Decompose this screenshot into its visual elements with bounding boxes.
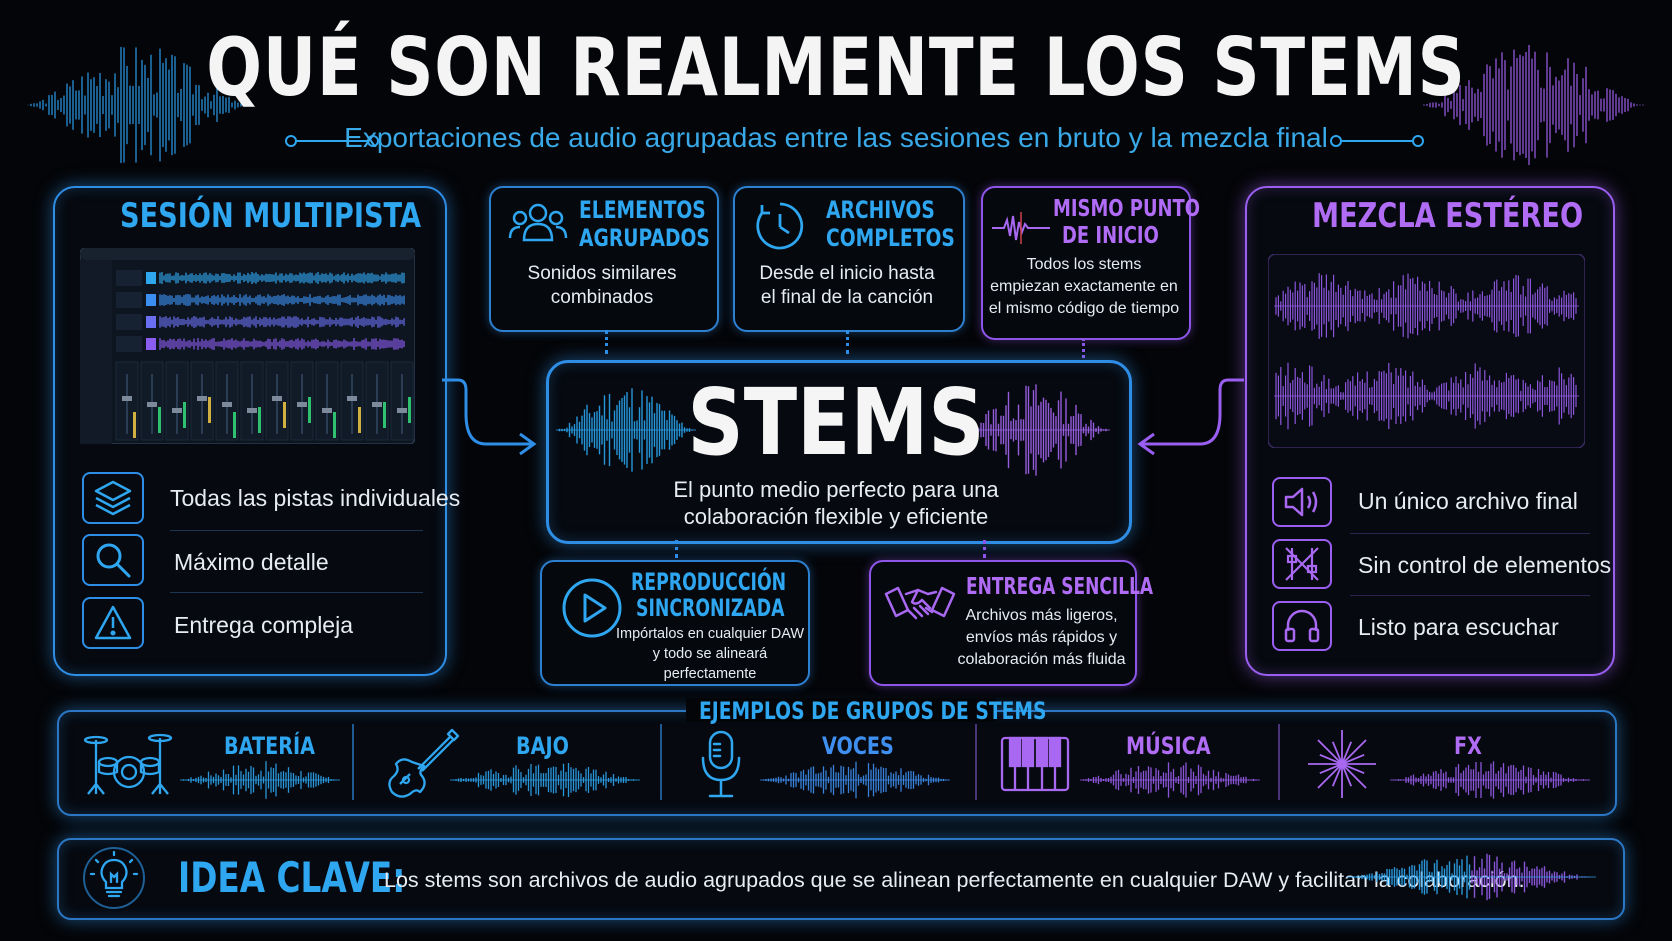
synced-playback-text-2: y todo se alineará	[652, 646, 768, 662]
subtitle-connector-left	[285, 135, 379, 147]
group-music-waveform	[1080, 762, 1260, 798]
clock-icon	[756, 202, 804, 250]
examples-title-background	[686, 698, 996, 722]
easy-delivery-title: ENTREGA SENCILLA	[966, 574, 1154, 600]
key-idea-waveform	[1346, 853, 1596, 901]
headphones-icon	[1272, 601, 1332, 651]
left-arrow-connector	[442, 378, 537, 456]
same-start-card	[981, 186, 1191, 340]
group-bass-label: BAJO	[516, 732, 569, 760]
page-title: QUÉ SON REALMENTE LOS STEMS	[206, 21, 1466, 114]
right-arrow-connector	[1137, 378, 1244, 456]
group-icon	[508, 203, 568, 242]
same-start-text-1: Todos los stems	[1026, 256, 1142, 273]
group-vocals-label: VOCES	[822, 732, 894, 760]
stereo-waveform-display	[1268, 254, 1585, 448]
grouped-elements-title-2: AGRUPADOS	[579, 224, 710, 252]
synced-playback-text-1: Impórtalos en cualquier DAW	[615, 626, 805, 642]
synced-playback-title-2: SINCRONIZADA	[636, 594, 785, 622]
group-music-label: MÚSICA	[1126, 732, 1211, 760]
warning-icon	[82, 597, 144, 649]
synced-playback-title-1: REPRODUCCIÓN	[631, 568, 787, 596]
complete-files-title-1: ARCHIVOS	[826, 196, 935, 224]
title-waveform-left	[27, 46, 248, 164]
handshake-icon	[884, 586, 956, 620]
layers-icon	[82, 472, 144, 524]
stereo-mix-title: MEZCLA ESTÉREO	[1312, 196, 1584, 236]
lightbulb-icon	[83, 847, 145, 909]
key-idea-label: IDEA CLAVE:	[178, 853, 406, 902]
title-waveform-right	[1420, 44, 1647, 166]
same-start-title-1: MISMO PUNTO	[1053, 196, 1201, 222]
complete-files-card	[733, 186, 965, 332]
stems-text-2: colaboración flexible y eficiente	[683, 504, 989, 529]
stems-center-panel	[546, 360, 1132, 544]
grouped-elements-title-1: ELEMENTOS	[579, 196, 706, 224]
stems-title: STEMS	[687, 369, 985, 476]
magnifier-icon	[82, 534, 144, 586]
group-fx-waveform	[1390, 761, 1590, 799]
complete-files-text-2: el final de la canción	[760, 287, 934, 308]
subtitle-connector-right	[1330, 135, 1424, 147]
burst-icon	[1308, 730, 1376, 798]
crossed-faders-icon	[1272, 539, 1332, 589]
grouped-elements-text-1: Sonidos similares	[527, 263, 677, 284]
complete-files-text-1: Desde el inicio hasta	[759, 263, 935, 284]
group-bass-waveform	[450, 763, 640, 797]
grouped-elements-card	[489, 186, 719, 332]
examples-title: EJEMPLOS DE GRUPOS DE STEMS	[699, 697, 1047, 725]
group-fx-label: FX	[1454, 732, 1482, 760]
group-drums-label: BATERÍA	[224, 732, 316, 760]
easy-delivery-card	[869, 560, 1137, 686]
easy-delivery-text-1: Archivos más ligeros,	[965, 607, 1118, 624]
bass-guitar-icon	[388, 728, 460, 798]
same-start-text-2: empiezan exactamente en	[990, 278, 1178, 295]
piano-icon	[1000, 736, 1070, 792]
easy-delivery-text-2: envíos más rápidos y	[965, 629, 1118, 646]
left-item-1: Todas las pistas individuales	[170, 485, 461, 511]
same-start-title-2: DE INICIO	[1062, 223, 1159, 249]
group-drums-waveform	[180, 761, 340, 799]
play-icon	[562, 578, 622, 638]
key-idea-bar	[57, 838, 1625, 920]
easy-delivery-text-3: colaboración más fluida	[957, 651, 1126, 668]
stems-waveform-left	[556, 388, 696, 472]
daw-screenshot	[80, 248, 415, 444]
synced-playback-text-3: perfectamente	[663, 666, 757, 682]
speaker-icon	[1272, 477, 1332, 527]
right-item-3: Listo para escuchar	[1358, 614, 1559, 640]
group-vocals-waveform	[760, 761, 950, 799]
grouped-elements-text-2: combinados	[550, 287, 654, 308]
left-item-3: Entrega compleja	[174, 612, 353, 638]
key-idea-text: Los stems son archivos de audio agrupado…	[384, 868, 1525, 892]
same-start-text-3: el mismo código de tiempo	[988, 300, 1180, 317]
drum-kit-icon	[84, 733, 173, 795]
multitrack-session-title: SESIÓN MULTIPISTA	[120, 196, 422, 236]
stems-text-1: El punto medio perfecto para una	[673, 477, 999, 502]
waveform-icon	[992, 212, 1050, 244]
complete-files-title-2: COMPLETOS	[826, 224, 955, 252]
left-item-2: Máximo detalle	[174, 549, 329, 575]
microphone-icon	[701, 730, 741, 798]
right-item-2: Sin control de elementos	[1358, 552, 1612, 578]
right-item-1: Un único archivo final	[1358, 488, 1578, 514]
page-subtitle: Exportaciones de audio agrupadas entre l…	[344, 122, 1328, 153]
stems-waveform-right	[960, 384, 1110, 476]
